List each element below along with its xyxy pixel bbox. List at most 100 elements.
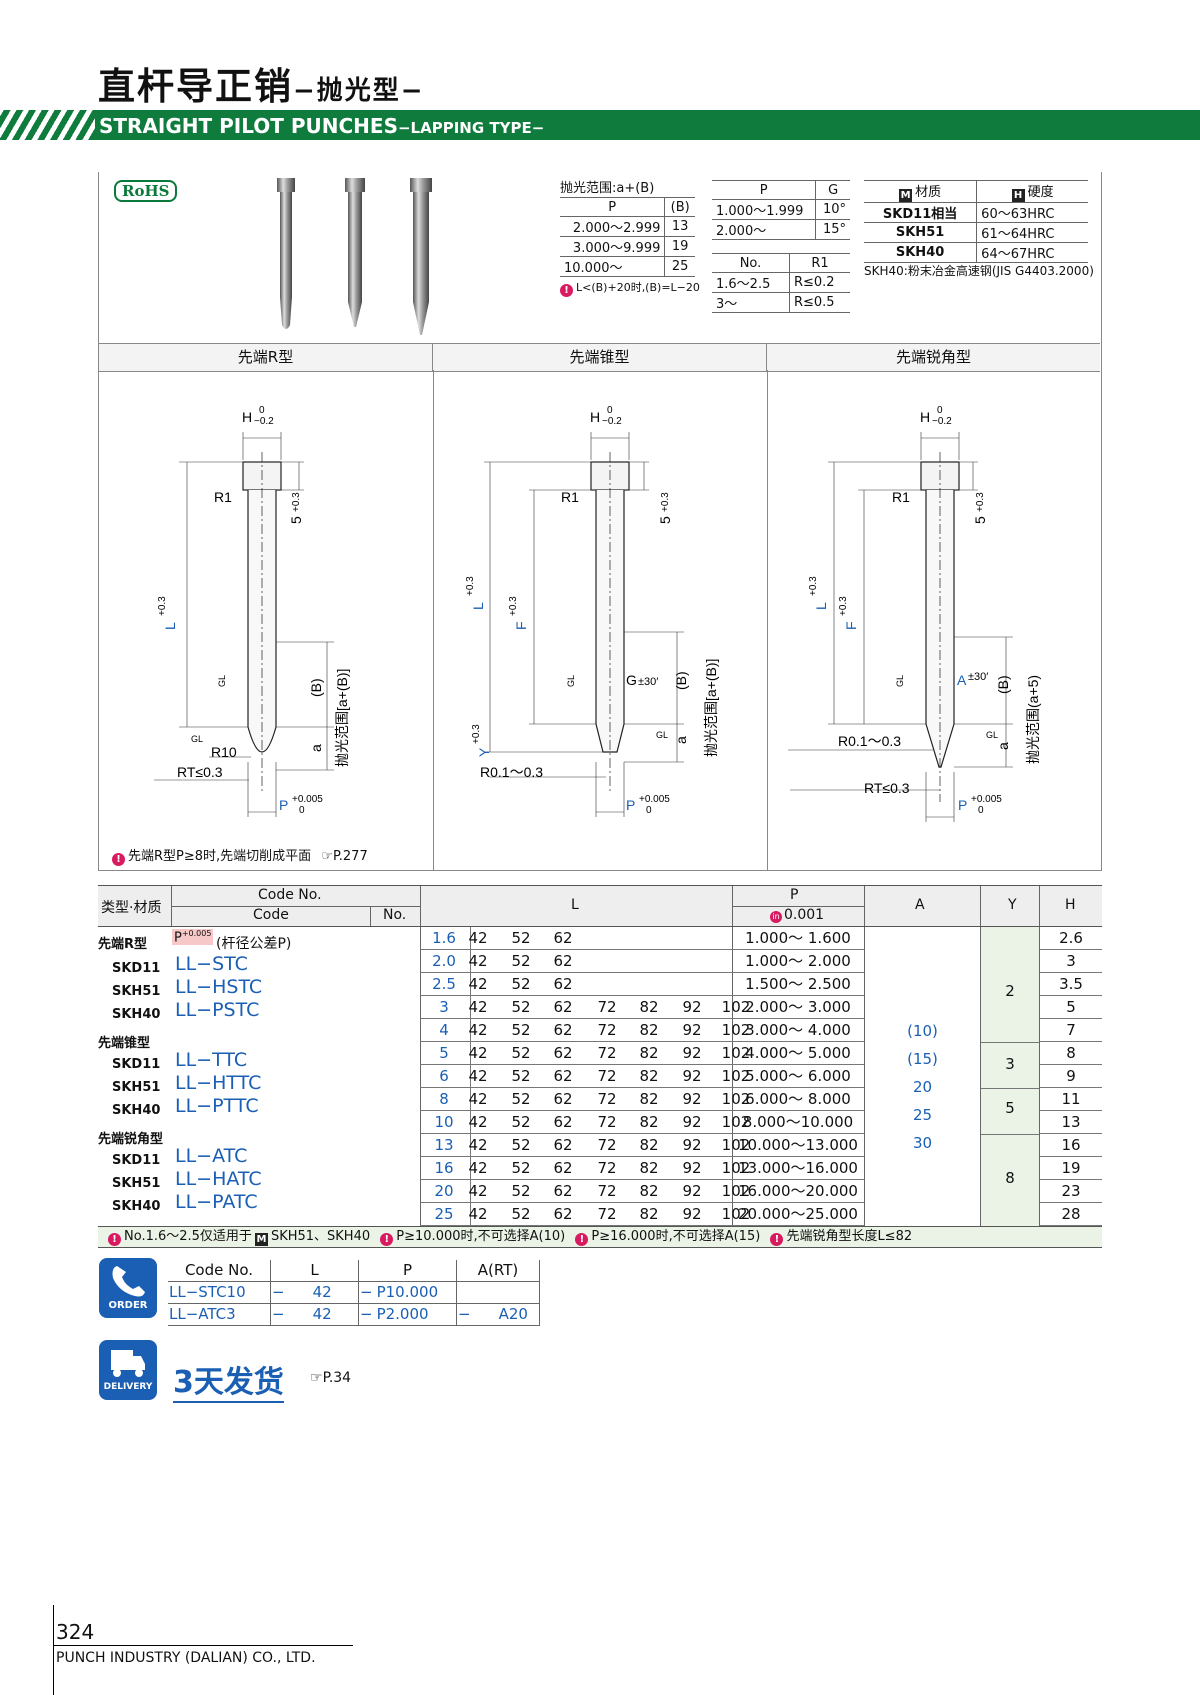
dim-l-tol: +0.3 — [465, 576, 476, 596]
pointing-hand-icon: ☞ — [321, 849, 333, 864]
h-p: P — [790, 887, 799, 903]
row-p-range: 10.000～13.000 — [738, 1136, 858, 1154]
row-divider-h — [1040, 972, 1102, 973]
row-l-value: 42 — [468, 1159, 488, 1177]
note-icon: ! — [108, 1233, 121, 1246]
row-no: 1.6 — [432, 929, 456, 947]
row-l-value: 42 — [468, 952, 488, 970]
y-value: 5 — [1005, 1099, 1015, 1117]
order-code: LL−STC10 — [168, 1281, 271, 1303]
row-l-value: 102 — [721, 1044, 751, 1062]
row-l-value: 72 — [597, 1159, 617, 1177]
row-l-value: 52 — [511, 1090, 531, 1108]
y-value: 3 — [1005, 1055, 1015, 1073]
row-l-value: 92 — [682, 1113, 702, 1131]
dim-p-tol: +0.005 — [292, 794, 323, 805]
no-col-divider — [470, 1065, 471, 1088]
code-ll-hatc[interactable]: LL−HATC — [175, 1168, 262, 1190]
row-l-value: 42 — [468, 1136, 488, 1154]
type-group-sharp: 先端锐角型 — [98, 1132, 164, 1147]
rohs-badge: RoHS — [114, 180, 178, 202]
row-h-value: 9 — [1066, 1067, 1076, 1085]
polish-range-title: 抛光范围:a+(B) — [560, 181, 655, 196]
dim-f: F — [513, 621, 529, 630]
note-icon: ! — [575, 1233, 589, 1246]
code-ll-stc[interactable]: LL−STC — [175, 953, 248, 975]
row-no: 2.0 — [432, 952, 456, 970]
pin-photo-taper — [345, 178, 365, 327]
row-l-value: 62 — [553, 1067, 573, 1085]
hardness-icon: H — [1011, 189, 1025, 202]
row-l-value: 52 — [511, 1205, 531, 1223]
row-divider — [420, 949, 864, 950]
row-l-value: 82 — [639, 1090, 659, 1108]
dim-p: P — [626, 797, 635, 813]
dim-l: L — [813, 602, 829, 610]
row-l-value: 92 — [682, 998, 702, 1016]
row-l-value: 52 — [511, 929, 531, 947]
diagram-title-sharp: 先端锐角型 — [895, 348, 971, 366]
row-l-value: 42 — [468, 975, 488, 993]
row-divider — [420, 972, 864, 973]
row-l-value: 52 — [511, 998, 531, 1016]
dim-p-tol: +0.005 — [971, 794, 1002, 805]
material-icon: M — [254, 1233, 268, 1246]
type-group-r: 先端R型 P+0.005 (杆径公差P) — [98, 929, 292, 952]
y-block — [981, 927, 1039, 1226]
dim-rt: RT≤0.3 — [864, 780, 910, 796]
dim-f-tol: +0.3 — [508, 596, 519, 616]
row-l-value: 62 — [553, 1159, 573, 1177]
no-col-divider — [470, 996, 471, 1019]
code-ll-hstc[interactable]: LL−HSTC — [175, 976, 263, 998]
row-l-value: 72 — [597, 1182, 617, 1200]
polish-note: !L<(B)+20时,(B)=L−20 — [560, 279, 700, 297]
row-l-value: 42 — [468, 1113, 488, 1131]
code-ll-atc[interactable]: LL−ATC — [175, 1145, 248, 1167]
order-code: LL−ATC3 — [168, 1303, 271, 1325]
row-l-value: 102 — [721, 1159, 751, 1177]
row-p-range: 1.000～ 2.000 — [745, 952, 851, 970]
note-icon: ! — [770, 1233, 784, 1246]
code-ll-pstc[interactable]: LL−PSTC — [175, 999, 260, 1021]
material-note: SKH40:粉末冶金高速钢(JIS G4403.2000) — [864, 264, 1094, 278]
dim-h-tol-top: 0 — [607, 405, 613, 416]
row-no: 5 — [439, 1044, 449, 1062]
title-cn-suffix: −抛光型− — [293, 76, 425, 106]
dim-gl-2: GL — [191, 734, 203, 744]
code-ll-httc[interactable]: LL−HTTC — [175, 1072, 262, 1094]
h-y: Y — [1008, 897, 1017, 913]
row-divider-h — [1040, 1087, 1102, 1088]
code-ll-patc[interactable]: LL−PATC — [175, 1191, 258, 1213]
row-p-range: 2.000～ 3.000 — [745, 998, 851, 1016]
row-l-value: 102 — [721, 1136, 751, 1154]
row-h-value: 28 — [1061, 1205, 1081, 1223]
row-no: 8 — [439, 1090, 449, 1108]
dim-l: L — [470, 602, 486, 610]
row-h-value: 13 — [1061, 1113, 1081, 1131]
h-h: H — [1065, 897, 1076, 913]
dim-p-tol-0: 0 — [978, 805, 984, 816]
code-ll-pttc[interactable]: LL−PTTC — [175, 1095, 259, 1117]
row-p-range: 16.000～20.000 — [738, 1182, 858, 1200]
dim-gl: GL — [895, 675, 905, 687]
note-icon: ! — [560, 284, 573, 297]
row-l-value: 52 — [511, 1044, 531, 1062]
row-h-value: 19 — [1061, 1159, 1081, 1177]
dim-five: 5 — [288, 516, 304, 524]
dim-gl: GL — [217, 675, 227, 687]
row-l-value: 42 — [468, 1021, 488, 1039]
footer-line — [53, 1645, 353, 1646]
dim-r10: R10 — [211, 744, 237, 760]
diagram-title-taper: 先端锥型 — [433, 344, 767, 371]
row-l-value: 102 — [721, 1021, 751, 1039]
p-tol-mark: P+0.005 — [172, 929, 214, 946]
dim-g-tol: ±30′ — [638, 676, 658, 688]
code-ll-ttc[interactable]: LL−TTC — [175, 1049, 248, 1071]
